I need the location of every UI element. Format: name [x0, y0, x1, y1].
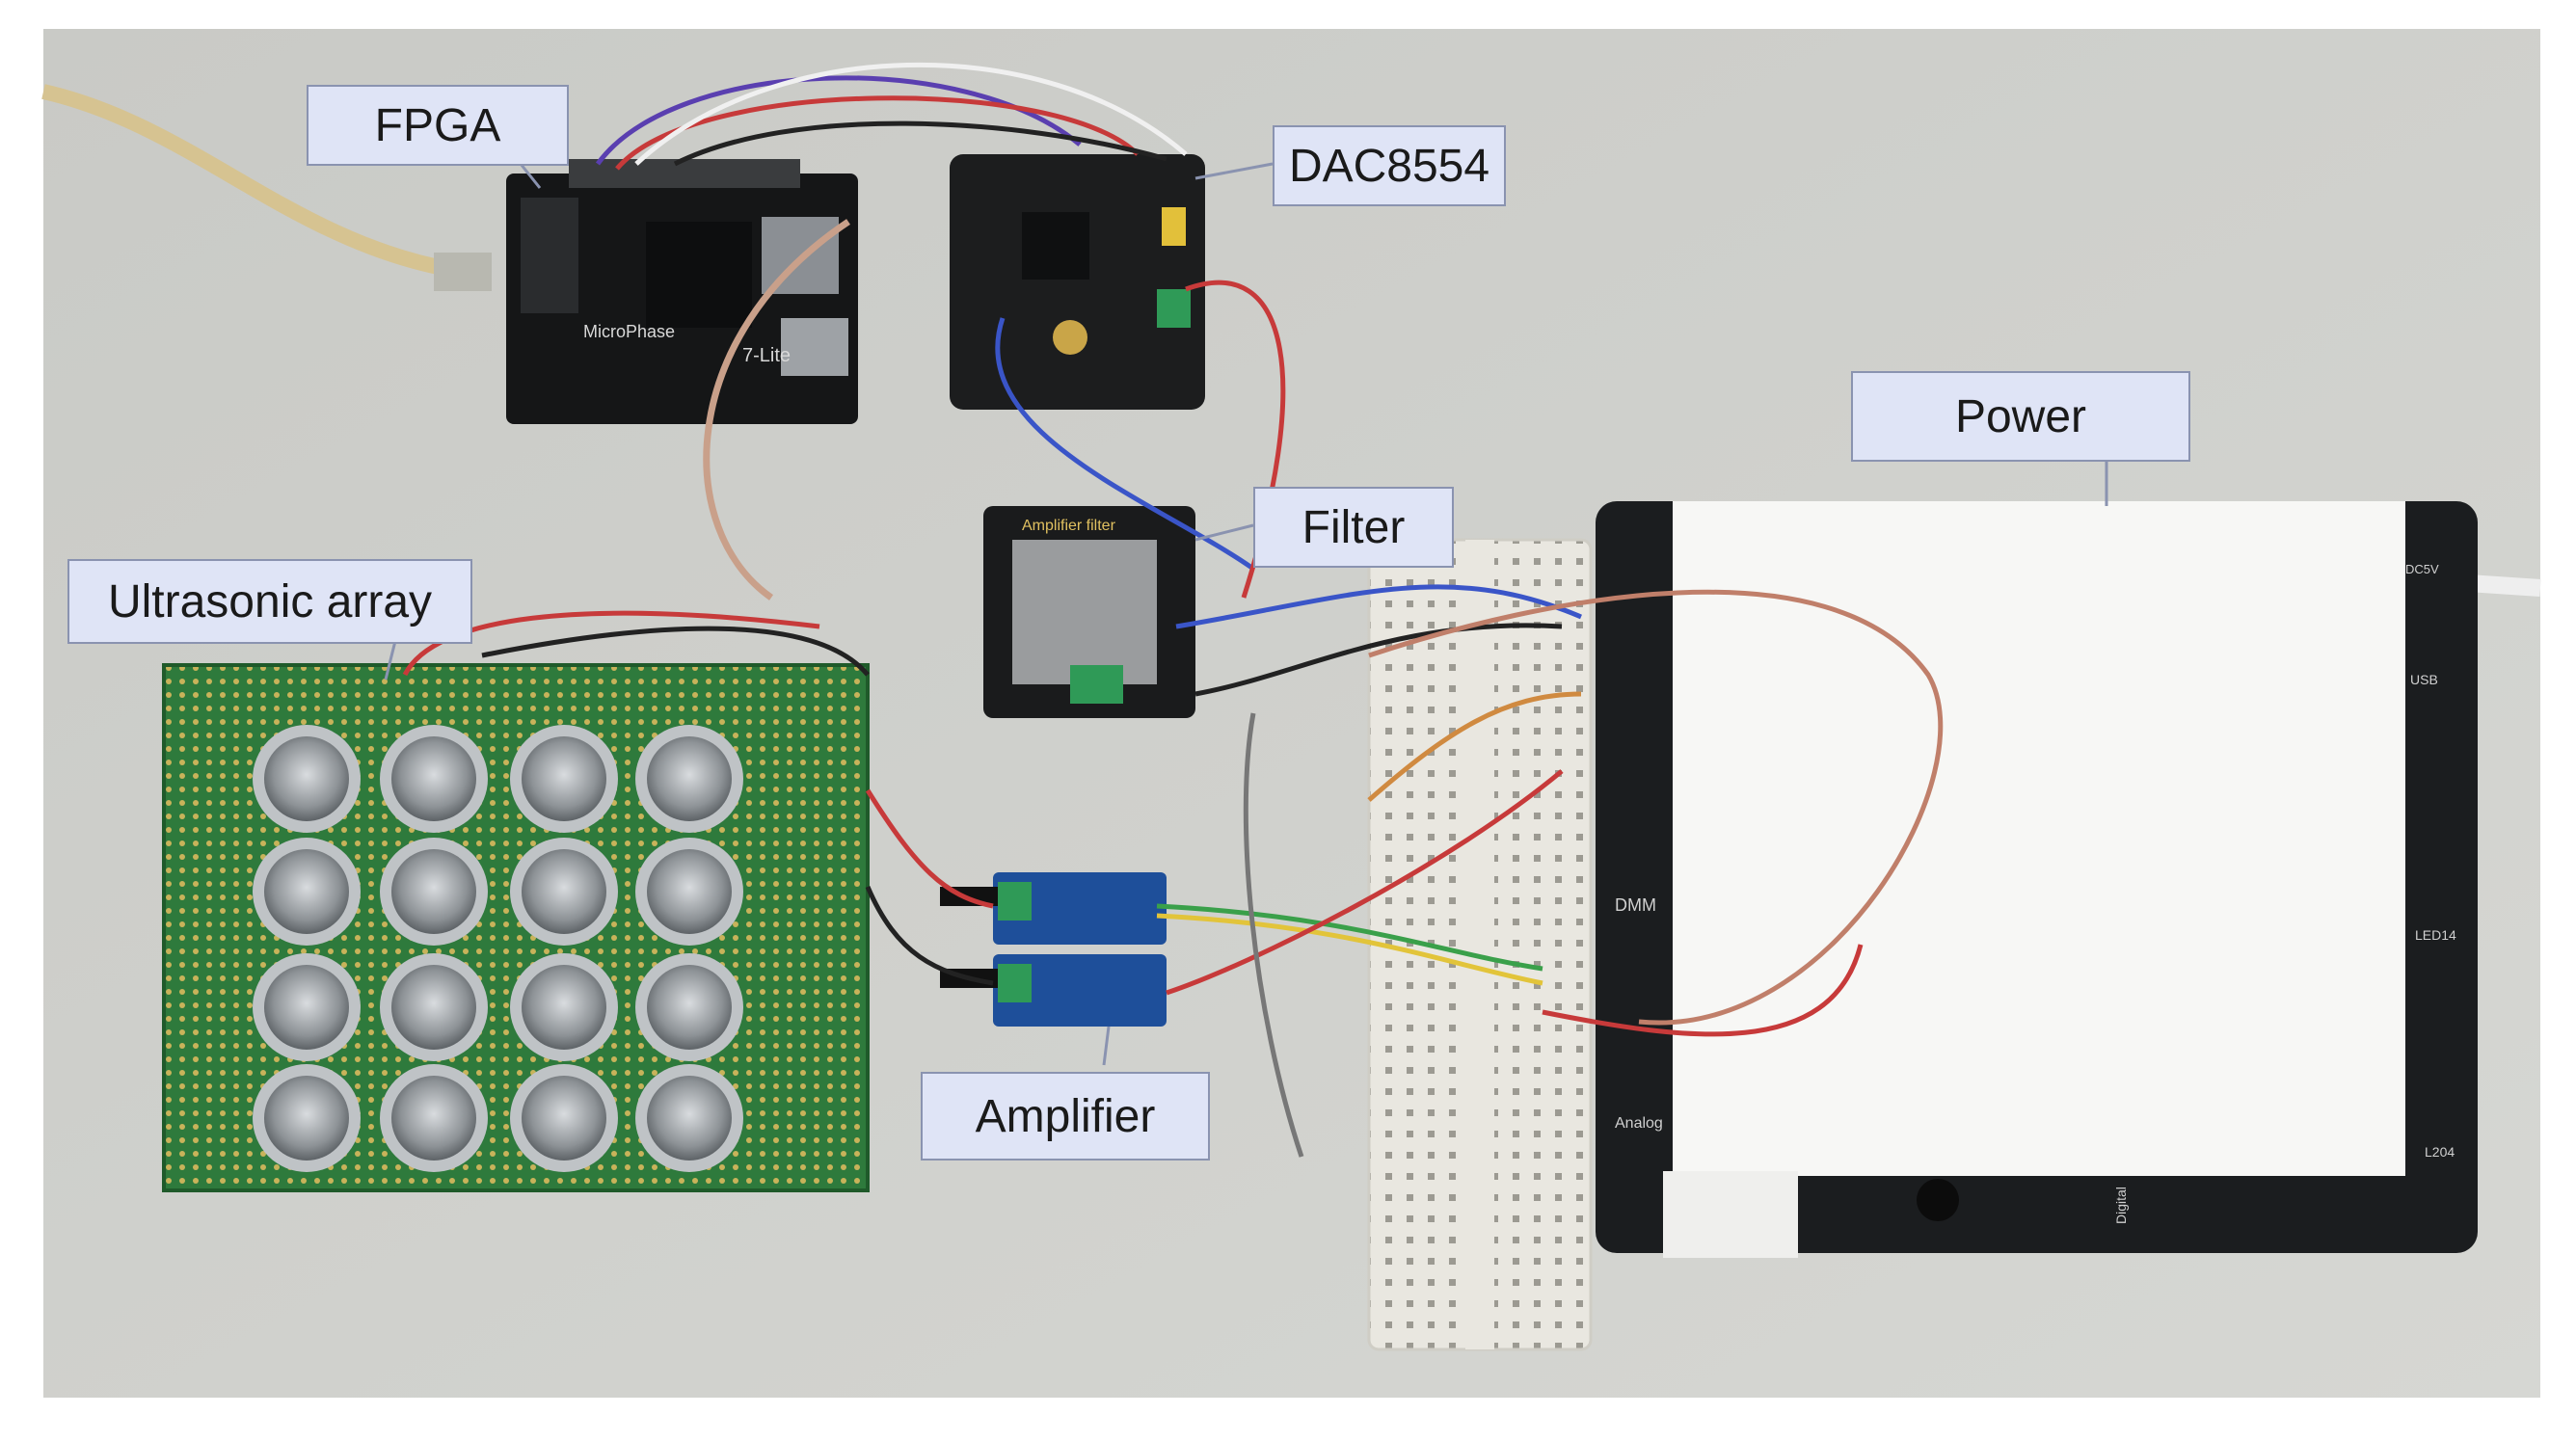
filter-board: Amplifier filter	[983, 506, 1195, 718]
dac-board	[950, 154, 1205, 410]
fpga-model-marking: 7-Lite	[742, 345, 791, 366]
callout-ultrasonic-array: Ultrasonic array	[67, 559, 472, 644]
ultrasonic-array-pcb	[162, 663, 870, 1192]
digital-marking: Digital	[2113, 1187, 2129, 1224]
usb-marking: USB	[2410, 672, 2438, 687]
power-board: DMM Analog LED14 USB DC5V L204 Digital	[1596, 501, 2478, 1258]
dc5v-marking: DC5V	[2405, 562, 2439, 576]
paper-sheet	[1673, 501, 2405, 1176]
l204-marking: L204	[2425, 1144, 2455, 1160]
fpga-board: MicroPhase 7-Lite	[506, 159, 858, 424]
transducer-icon	[253, 725, 743, 1172]
callout-power: Power	[1851, 371, 2190, 462]
usb-cable-icon	[41, 84, 455, 278]
amplifier-modules	[940, 872, 1167, 1027]
coax-cable-icon	[703, 219, 850, 600]
analog-marking: Analog	[1615, 1115, 1663, 1132]
jumper-wire-icon	[402, 63, 1944, 1158]
breadboard	[1367, 538, 1593, 1351]
callout-amplifier: Amplifier	[921, 1072, 1210, 1161]
dmm-marking: DMM	[1615, 895, 1656, 915]
callout-pointers	[384, 162, 2108, 1066]
callout-filter: Filter	[1253, 487, 1454, 568]
filter-board-marking: Amplifier filter	[1022, 518, 1116, 534]
led14-marking: LED14	[2415, 927, 2456, 943]
right-cable	[2467, 574, 2541, 597]
fpga-brand-marking: MicroPhase	[583, 322, 675, 341]
callout-dac8554: DAC8554	[1273, 125, 1506, 206]
callout-fpga: FPGA	[307, 85, 569, 166]
usb-plug	[434, 253, 492, 291]
